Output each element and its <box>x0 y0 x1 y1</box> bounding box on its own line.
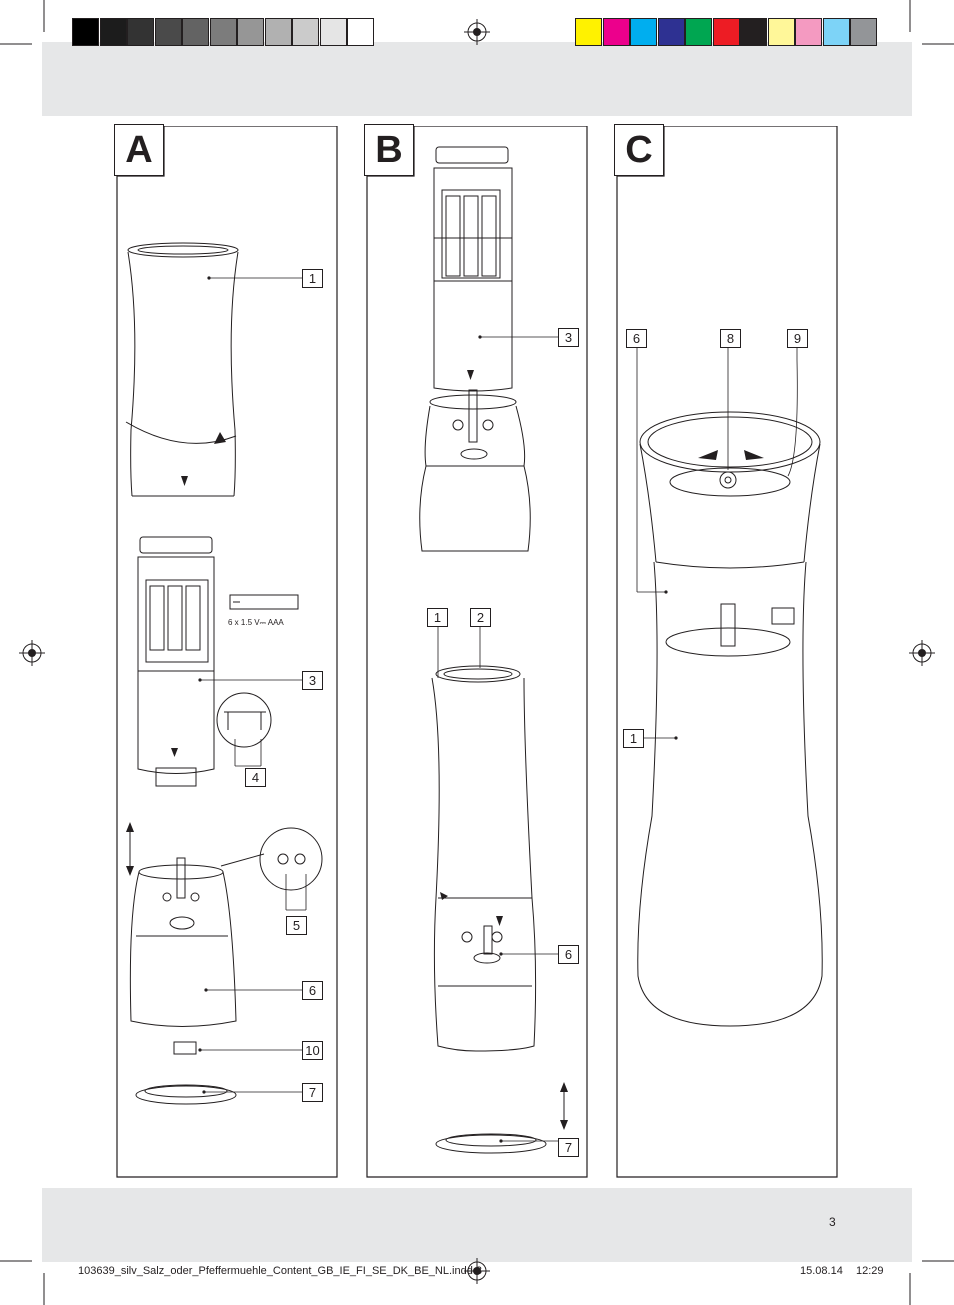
panel-a: A 1 3 4 5 6 10 7 6 x 1.5 V⎓ AAA <box>114 124 338 1178</box>
footer-filename: 103639_silv_Salz_oder_Pfeffermuehle_Cont… <box>78 1265 483 1277</box>
process-color-swatch <box>740 18 767 46</box>
registration-mark-bottom <box>464 1258 490 1284</box>
grinder-unit <box>129 827 323 1105</box>
grayscale-swatch <box>209 18 237 46</box>
mill-open-batteries <box>137 536 302 787</box>
registration-mark-right <box>909 640 935 666</box>
grayscale-swatch <box>347 18 374 46</box>
process-color-swatch <box>795 18 822 46</box>
footer-time: 12:29 <box>856 1265 884 1277</box>
process-color-swatch <box>575 18 602 46</box>
process-color-swatch <box>712 18 740 46</box>
panel-c: C 6 8 9 1 <box>614 124 838 1178</box>
page-number: 3 <box>829 1215 836 1229</box>
battery-caption: 6 x 1.5 V⎓ AAA <box>228 618 284 627</box>
registration-mark-left <box>19 640 45 666</box>
callout-part-1: 1 <box>623 729 644 748</box>
panel-a-illustrations <box>116 126 338 1178</box>
panel-letter-b: B <box>364 124 414 176</box>
footer-date: 15.08.14 <box>800 1265 843 1277</box>
callout-part-1: 1 <box>302 269 323 288</box>
registration-mark-top <box>464 19 490 45</box>
process-color-swatch <box>602 18 630 46</box>
header-band <box>42 42 912 116</box>
mill-assembled <box>125 242 302 497</box>
mill-exploded-top <box>419 146 558 552</box>
footer-band <box>42 1188 912 1262</box>
callout-part-2: 2 <box>470 608 491 627</box>
callout-part-6: 6 <box>626 329 647 348</box>
mill-assembled-b <box>431 625 565 1154</box>
grayscale-swatch <box>154 18 182 46</box>
grayscale-swatch <box>127 18 154 46</box>
callout-part-4: 4 <box>245 768 266 787</box>
callout-part-1: 1 <box>427 608 448 627</box>
grayscale-swatch <box>237 18 264 46</box>
grayscale-swatch <box>292 18 319 46</box>
callout-part-10: 10 <box>302 1041 323 1060</box>
process-color-swatch <box>630 18 657 46</box>
grayscale-swatch <box>72 18 99 46</box>
callout-part-9: 9 <box>787 329 808 348</box>
panel-b: B 3 1 2 6 7 <box>364 124 588 1178</box>
callout-part-5: 5 <box>286 916 307 935</box>
panel-letter-c: C <box>614 124 664 176</box>
callout-part-7: 7 <box>302 1083 323 1102</box>
callout-part-8: 8 <box>720 329 741 348</box>
panel-letter-a: A <box>114 124 164 176</box>
process-color-swatch <box>685 18 712 46</box>
callout-part-6: 6 <box>558 945 579 964</box>
grayscale-swatch <box>99 18 127 46</box>
process-color-swatch <box>767 18 795 46</box>
callout-part-3: 3 <box>558 328 579 347</box>
callout-part-7: 7 <box>558 1138 579 1157</box>
grayscale-swatch <box>319 18 347 46</box>
mill-grinder-closeup <box>636 348 823 1027</box>
callout-part-3: 3 <box>302 671 323 690</box>
process-color-swatch <box>850 18 877 46</box>
panel-b-illustrations <box>366 126 588 1178</box>
grayscale-swatch <box>264 18 292 46</box>
grayscale-swatch <box>182 18 209 46</box>
process-color-swatch <box>657 18 685 46</box>
panel-c-illustrations <box>616 126 838 1178</box>
process-color-swatch <box>822 18 850 46</box>
callout-part-6: 6 <box>302 981 323 1000</box>
